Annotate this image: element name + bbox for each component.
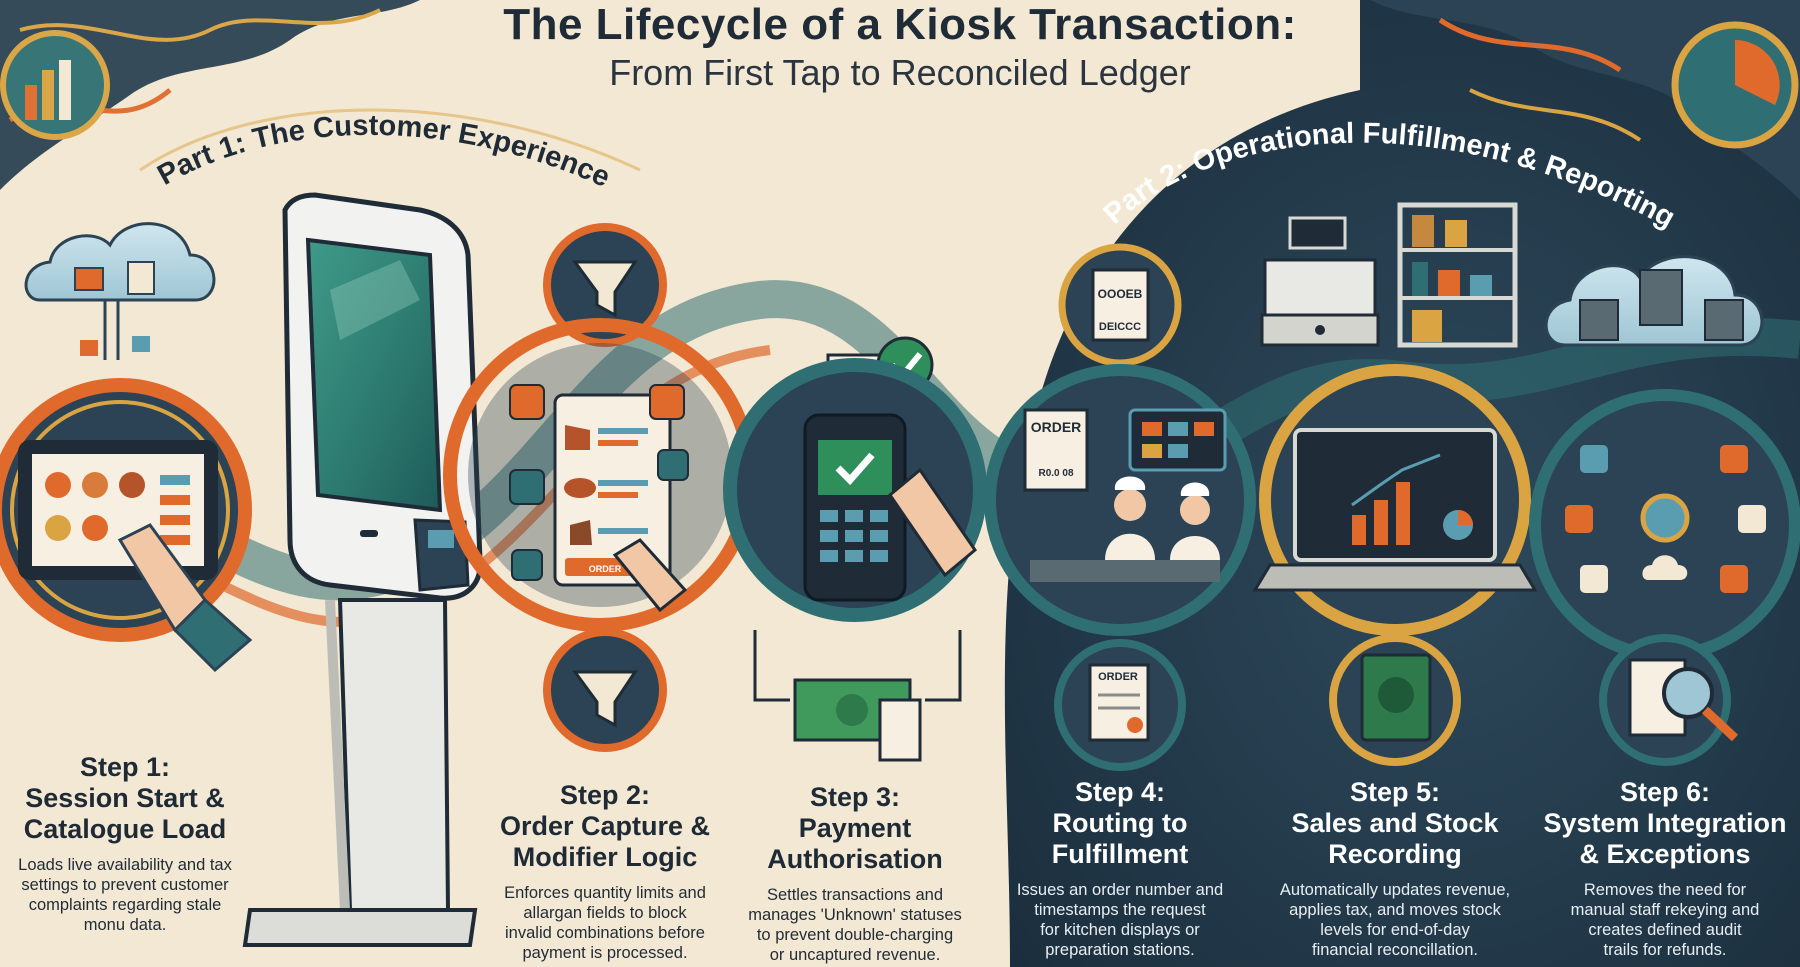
server-cloud-icon [1544,255,1764,347]
step-6-desc-line2: manual staff rekeying and [1570,901,1760,919]
analytics-laptop-icon [1252,364,1538,636]
step-1: Step 1: Session Start & Catalogue Load L… [0,752,250,935]
order-doc-label: ORDER [1098,671,1138,683]
step-1-title-line1: Session Start & [25,783,225,813]
step-4-desc-line2: timestamps the request [1034,901,1206,919]
tablet-menu-icon [0,378,253,673]
step-4-desc-line3: for kitchen displays or [1040,921,1200,939]
step-3-desc-line3: to prevent double-charging [756,926,954,944]
step-2-desc-line2: allargan fields to block [523,904,687,922]
funnel-icon [543,223,667,347]
chefs-kitchen-icon: ORDER R0.0 08 [984,364,1256,636]
step-3-title-line2: Authorisation [767,844,943,874]
page-title: The Lifecycle of a Kiosk Transaction: [503,0,1297,49]
step-6-title-line1: System Integration [1543,808,1787,838]
integration-hub-icon [1529,389,1800,661]
step-1-desc-line1: Loads live availability and tax [18,856,232,874]
step-6-desc-line1: Removes the need for [1583,881,1747,899]
step-2-desc-line1: Enforces quantity limits and [504,884,706,902]
step-2-number: Step 2: [559,780,651,810]
order-doc-icon: ORDER [1054,639,1186,771]
step-5-title-line1: Sales and Stock [1291,808,1499,838]
order-ticket-number: R0.0 08 [1038,468,1073,479]
step-5-number: Step 5: [1349,777,1441,807]
ticket-bottom-text: DEICCC [1099,321,1141,333]
cash-register-icon [1260,216,1380,347]
order-menu-panel: ORDER [443,318,757,632]
step-2-title-line1: Order Capture & [499,811,711,841]
order-ticket-label: ORDER [1031,419,1082,435]
step-4-title-line2: Fulfillment [1051,839,1189,869]
step-5-desc-line1: Automatically updates revenue, [1279,881,1511,899]
step-3: Step 3: Payment Authorisation Settles tr… [735,782,975,965]
step-6-desc-line4: trails for refunds. [1603,941,1727,959]
audit-magnifier-icon [1599,634,1739,766]
cash-receipt-icon [753,630,962,762]
step-2-desc-line3: invalid combinations before [505,924,705,942]
corner-ornament-left [0,0,420,190]
step-3-desc-line4: or uncaptured revenue. [769,946,941,964]
step-4-desc-line1: Issues an order number and [1016,881,1224,899]
step-2-desc-line4: payment is processed. [522,944,688,962]
step-5-title-line2: Recording [1328,839,1462,869]
kiosk-icon [242,192,483,947]
part-1-label: Part 1: The Customer Experience [152,110,614,194]
step-3-desc-line2: manages 'Unknown' statuses [748,906,962,924]
step-2: Step 2: Order Capture & Modifier Logic E… [480,780,730,963]
step-5-desc-line3: levels for end-of-day [1320,921,1470,939]
step-3-desc-line1: Settles transactions and [766,886,944,904]
step-3-title-line1: Payment [798,813,912,843]
stock-shelf-icon [1397,202,1518,348]
page-subtitle: From First Tap to Reconciled Ledger [609,52,1191,93]
ledger-book-icon [1329,634,1461,766]
step-1-number: Step 1: [79,752,171,782]
step-5-desc-line2: applies tax, and moves stock [1289,901,1501,919]
ticket-top-text: OOOEB [1098,287,1143,301]
card-terminal-icon [723,358,987,622]
menu-order-button: ORDER [589,564,622,574]
step-6-title-line2: & Exceptions [1579,839,1751,869]
step-5: Step 5: Sales and Stock Recording Automa… [1260,777,1530,960]
step-3-number: Step 3: [809,782,901,812]
step-5-desc-line4: financial reconcillation. [1311,941,1478,959]
order-ticket-icon: OOOEB DEICCC [1058,243,1182,367]
step-4: Step 4: Routing to Fulfillment Issues an… [1000,777,1240,960]
step-6: Step 6: System Integration & Exceptions … [1535,777,1795,960]
step-1-desc-line2: settings to prevent customer [21,876,229,894]
step-2-title-line2: Modifier Logic [512,842,698,872]
step-4-desc-line4: preparation stations. [1045,941,1195,959]
corner-ornament-right [1370,0,1800,200]
cloud-data-icon [24,222,216,360]
funnel-icon-lower [543,628,667,752]
step-1-title-line2: Catalogue Load [23,814,227,844]
step-4-number: Step 4: [1074,777,1166,807]
step-6-desc-line3: creates defined audit [1588,921,1742,939]
step-4-title-line1: Routing to [1052,808,1188,838]
step-6-number: Step 6: [1619,777,1711,807]
step-1-desc-line4: monu data. [83,916,167,934]
step-1-desc-line3: complaints regarding stale [28,896,222,914]
